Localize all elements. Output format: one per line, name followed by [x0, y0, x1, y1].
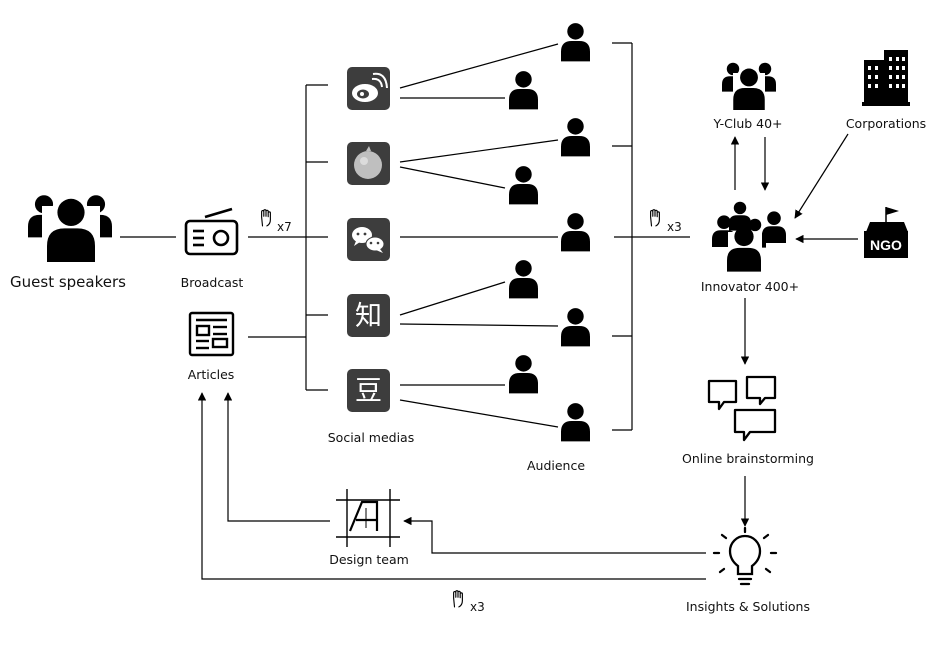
lightbulb-icon — [712, 526, 778, 586]
innovator-label: Innovator 400+ — [701, 279, 799, 294]
corporations-label: Corporations — [846, 116, 926, 131]
social-medias-label: Social medias — [328, 430, 414, 445]
audience-person-icon — [509, 166, 538, 205]
chat-bubbles-icon — [707, 375, 777, 442]
y-club-label: Y-Club 40+ — [712, 116, 782, 131]
hand-icon — [261, 209, 271, 227]
zhihu-icon: 知 — [355, 301, 382, 332]
social-zhihu: 知 — [347, 294, 390, 337]
articles-label: Articles — [188, 367, 235, 382]
newspaper-icon — [188, 311, 235, 357]
ball-icon — [354, 151, 382, 179]
design-team-label: Design team — [329, 552, 409, 567]
broadcast-label: Broadcast — [181, 275, 244, 290]
guest-speakers-label: Guest speakers — [10, 273, 126, 291]
broadcast-multiplier: x7 — [277, 220, 292, 234]
building-icon — [862, 50, 910, 106]
audience-person-icon — [561, 403, 590, 442]
audience-multiplier: x3 — [667, 220, 682, 234]
social-douban-avatar — [347, 142, 390, 185]
ngo-label: NGO — [870, 237, 902, 253]
radio-icon — [184, 207, 239, 256]
feedback-multiplier: x3 — [470, 600, 485, 614]
audience-group — [509, 23, 590, 442]
hand-icon — [650, 209, 660, 227]
audience-person-icon — [509, 260, 538, 299]
weibo-icon — [352, 72, 388, 102]
audience-person-icon — [561, 213, 590, 252]
audience-person-icon — [509, 355, 538, 394]
audience-person-icon — [509, 71, 538, 110]
wechat-icon — [352, 227, 385, 253]
audience-person-icon — [561, 23, 590, 62]
insights-label: Insights & Solutions — [686, 599, 810, 614]
connector-lines — [120, 42, 858, 580]
y-club-group-icon — [722, 62, 776, 110]
social-douban: 豆 — [347, 369, 390, 412]
social-weibo — [347, 67, 390, 110]
ngo-building-icon: NGO — [864, 207, 908, 258]
social-wechat — [347, 218, 390, 261]
innovator-crowd-icon — [712, 201, 786, 272]
design-type-icon — [336, 489, 400, 547]
audience-person-icon — [561, 118, 590, 157]
audience-person-icon — [561, 308, 590, 347]
audience-label: Audience — [527, 458, 585, 473]
hand-icon — [453, 590, 463, 608]
online-brainstorming-label: Online brainstorming — [682, 451, 814, 466]
guest-speakers-icon — [28, 195, 112, 264]
douban-icon: 豆 — [355, 376, 382, 407]
